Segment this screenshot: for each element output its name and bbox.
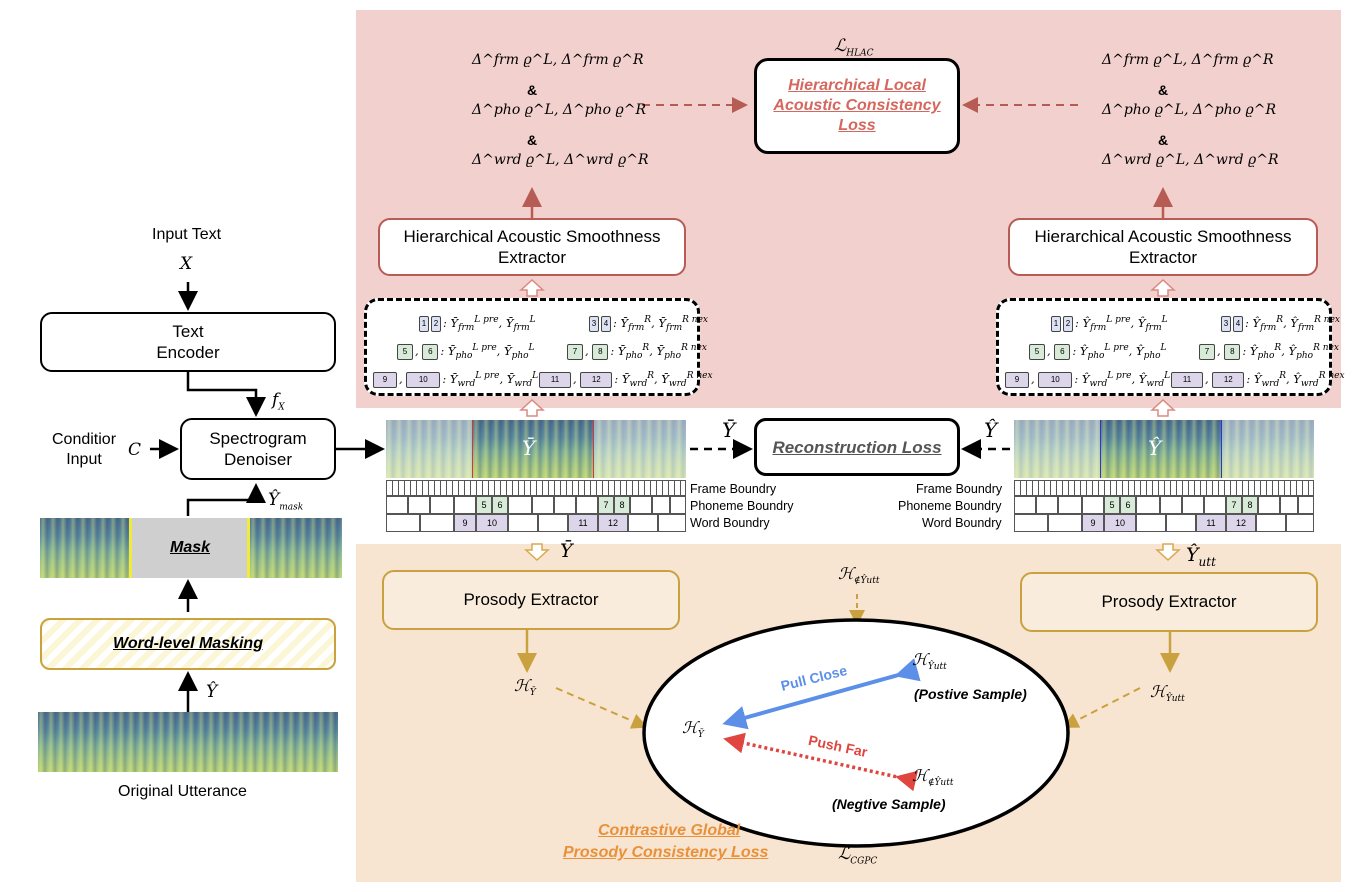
left-frame-boundary-label: Frame Boundry: [690, 482, 777, 496]
ybar-spec-label: Ȳ: [522, 436, 536, 460]
h-negative: ℋ∉Ŷutt: [912, 766, 954, 789]
hlac-left-amp-1: &: [527, 82, 538, 98]
left-wrd-left: 9, 10: ȲwrdL pre, ȲwrdL: [373, 371, 538, 389]
right-wrd-right: 11, 12: ŶwrdR, ŶwrdR nex: [1171, 371, 1345, 389]
right-prosody-extractor: Prosody Extractor: [1020, 572, 1318, 632]
denoiser-label: Spectrogram Denoiser: [209, 429, 307, 469]
ybar-spectrogram-highlight: [472, 420, 594, 478]
hlac-left-line-3: Δ^wrd ϱ^L, Δ^wrd ϱ^R: [472, 152, 649, 168]
ymask-label: Ŷmask: [268, 490, 304, 513]
mask-edge-left: [129, 518, 132, 578]
hlac-loss-symbol: ℒHLAC: [834, 36, 874, 59]
hlac-left-line-2: Δ^pho ϱ^L, Δ^pho ϱ^R: [472, 102, 647, 118]
arrow-h-left-to-ellipse: [555, 687, 648, 729]
hlac-right-amp-1: &: [1158, 82, 1169, 98]
hlac-right-line-3: Δ^wrd ϱ^L, Δ^wrd ϱ^R: [1102, 152, 1279, 168]
hlac-left-line-1: Δ^frm ϱ^L, Δ^frm ϱ^R: [472, 52, 644, 68]
right-frame-boundary-row: [1014, 480, 1314, 496]
c-symbol: C: [128, 440, 142, 460]
text-encoder-label: Text Encoder: [156, 322, 220, 362]
h-yutt-right: ℋŶutt: [1150, 682, 1185, 705]
yhat-spec-label: Ŷ: [1148, 436, 1162, 460]
h-ybar-left: ℋȲ: [514, 676, 536, 699]
yhat-left-label: Ŷ: [206, 682, 218, 702]
left-pho-left: 5, 6: ȲphoL pre, ȲphoL: [397, 343, 535, 361]
arrow-h-right-to-ellipse: [1062, 687, 1141, 728]
left-smoothness-extractor: Hierarchical Acoustic Smoothness Extract…: [378, 218, 686, 276]
contrastive-ellipse: [642, 618, 1070, 848]
left-phoneme-boundary-label: Phoneme Boundry: [690, 499, 794, 513]
masked-spec-right: [250, 518, 342, 578]
cgpc-title-line2: Prosody Consistency Loss: [563, 844, 769, 861]
left-word-boundary-label: Word Boundry: [690, 516, 770, 530]
original-utterance-spec: [38, 712, 338, 772]
cgpc-loss-symbol: ℒCGPC: [838, 844, 878, 867]
spectrogram-denoiser-box: Spectrogram Denoiser: [180, 418, 336, 480]
h-ybar-center: ℋȲ: [682, 718, 704, 741]
hollow-arrow-2: [519, 398, 545, 417]
right-phoneme-boundary-label: Phoneme Boundry: [898, 499, 1002, 513]
ybar-arrow-label: Ȳ: [722, 418, 736, 442]
right-pho-right: 7, 8: ŶphoR, ŶphoR nex: [1199, 343, 1339, 361]
yhat-spectrogram-highlight: [1100, 420, 1222, 478]
right-wrd-left: 9, 10: ŶwrdL pre, ŶwrdL: [1005, 371, 1170, 389]
mask-edge-right: [247, 518, 250, 578]
hollow-arrow-down-2: [1155, 543, 1181, 562]
hollow-arrow-4: [1150, 398, 1176, 417]
hlac-loss-box: Hierarchical Local Acoustic Consistency …: [754, 58, 960, 154]
original-utterance-label: Original Utterance: [118, 783, 247, 800]
left-wrd-right: 11, 12: ȲwrdR, ȲwrdR nex: [539, 371, 713, 389]
yutt-down-label: Ŷutt: [1186, 544, 1216, 569]
left-pho-right: 7, 8: ȲphoR, ȲphoR nex: [567, 343, 707, 361]
left-prosody-extractor: Prosody Extractor: [382, 570, 680, 630]
reconstruction-loss-label: Reconstruction Loss: [772, 437, 942, 457]
arrow-mask-to-denoiser: [186, 483, 266, 516]
hollow-arrow-down-1: [524, 543, 550, 562]
x-symbol: X: [180, 254, 193, 274]
h-positive: ℋŶutt: [912, 650, 947, 673]
positive-sample-label: (Postive Sample): [914, 686, 1027, 702]
mask-block: Mask: [132, 518, 248, 578]
word-level-masking-box: Word-level Masking: [40, 618, 336, 670]
yhat-arrow-label: Ŷ: [984, 418, 998, 442]
ybar-down-label: Ȳ: [560, 540, 573, 562]
right-word-boundary-label: Word Boundry: [922, 516, 1002, 530]
reconstruction-loss-box: Reconstruction Loss: [754, 418, 960, 476]
right-pho-left: 5, 6: ŶphoL pre, ŶphoL: [1029, 343, 1167, 361]
hlac-title: Hierarchical Local Acoustic Consistency …: [773, 77, 941, 134]
hlac-right-line-1: Δ^frm ϱ^L, Δ^frm ϱ^R: [1102, 52, 1274, 68]
arrow-encoder-to-denoiser: [186, 371, 266, 417]
fx-label: fX: [272, 390, 285, 413]
condition-input-label: Conditior Input: [51, 431, 117, 468]
cgpc-title-line1: Contrastive Global: [598, 822, 741, 839]
hlac-right-amp-2: &: [1158, 132, 1169, 148]
hollow-arrow-3: [1150, 278, 1176, 297]
input-text-label: Input Text: [152, 226, 222, 243]
right-smoothness-extractor: Hierarchical Acoustic Smoothness Extract…: [1008, 218, 1318, 276]
left-frame-boundary-row: [386, 480, 686, 496]
hollow-arrow-1: [519, 278, 545, 297]
hlac-left-amp-2: &: [527, 132, 538, 148]
hlac-right-line-2: Δ^pho ϱ^L, Δ^pho ϱ^R: [1102, 102, 1277, 118]
negative-sample-label: (Negtive Sample): [832, 796, 946, 812]
text-encoder-box: Text Encoder: [40, 312, 336, 372]
right-frame-boundary-label: Frame Boundry: [916, 482, 1003, 496]
pull-close-arrow: [722, 658, 921, 730]
push-far-arrow: [723, 732, 918, 792]
masked-spec-left: [40, 518, 132, 578]
h-neg-top: ℋ∉Ŷutt: [838, 564, 880, 587]
